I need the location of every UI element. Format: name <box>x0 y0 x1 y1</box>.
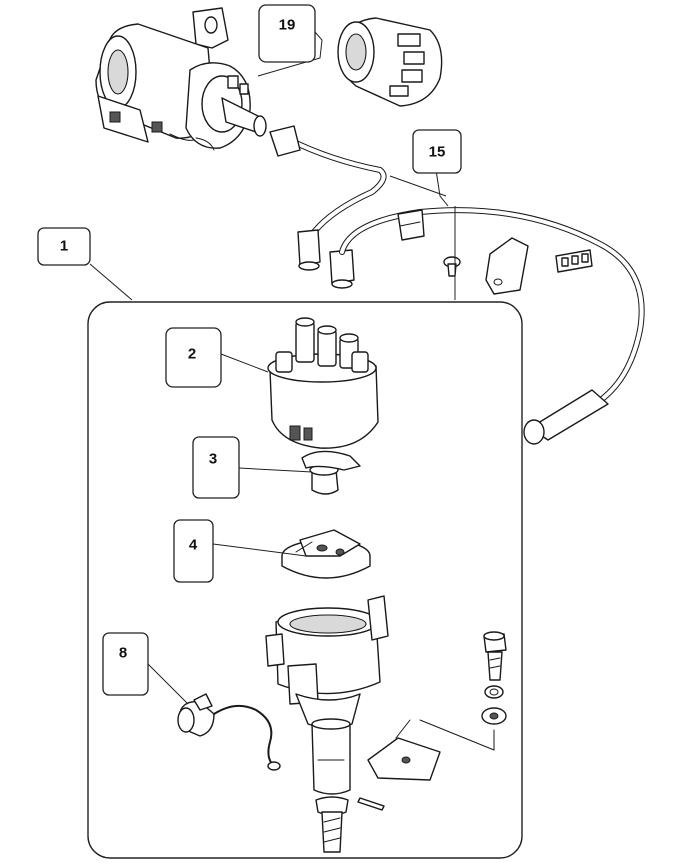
callout-4-label: 4 <box>189 537 198 554</box>
ignition-coil-icon <box>95 7 267 151</box>
distributor-cap-icon <box>267 317 379 449</box>
leader-lines <box>89 31 456 705</box>
callout-15: 15 <box>412 129 462 174</box>
callout-19: 19 <box>258 4 316 63</box>
callout-19-label: 19 <box>279 17 296 34</box>
callout-1: 1 <box>37 227 91 266</box>
breaker-plate-icon <box>281 529 371 579</box>
callout-3: 3 <box>192 436 240 499</box>
condenser-icon <box>177 693 281 771</box>
clamp-plate-icon <box>367 719 441 781</box>
callout-2: 2 <box>165 327 222 388</box>
distributor-body-icon <box>265 595 389 853</box>
distributor-group-frame <box>87 301 523 859</box>
clamp-bolt-icon <box>419 631 507 751</box>
coil-boot-icon <box>337 17 443 107</box>
callout-3-label: 3 <box>209 451 217 468</box>
callout-8: 8 <box>102 632 149 696</box>
callout-8-label: 8 <box>119 645 127 662</box>
hv-lead-icon <box>269 125 645 445</box>
callout-4: 4 <box>173 519 214 583</box>
callout-2-label: 2 <box>188 346 196 363</box>
callout-1-label: 1 <box>60 238 68 255</box>
rotor-icon <box>301 450 361 495</box>
callout-15-label: 15 <box>429 144 446 161</box>
